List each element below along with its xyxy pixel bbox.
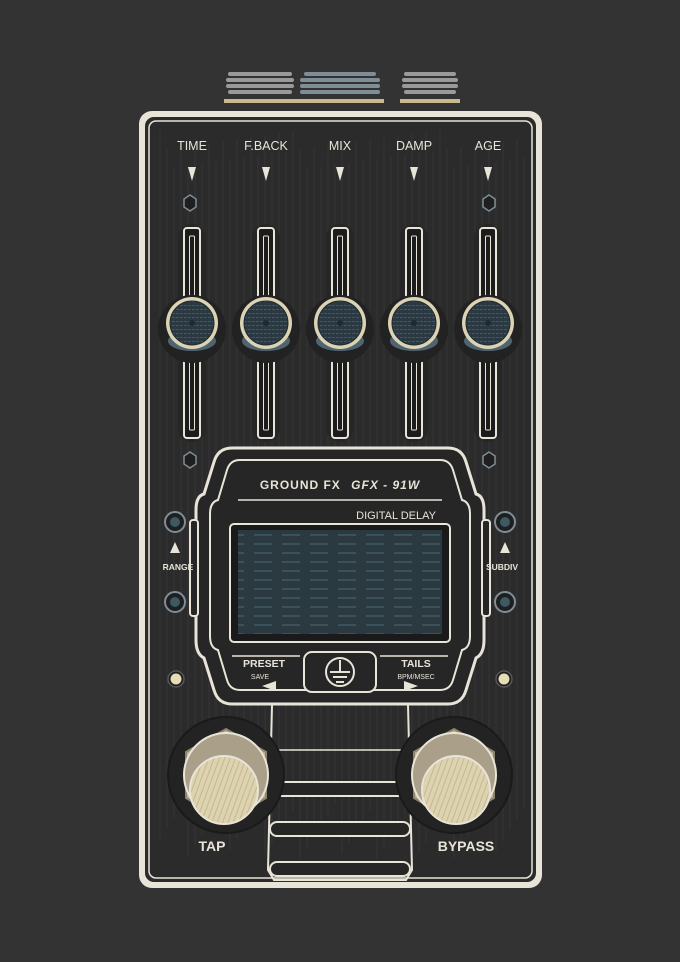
subdiv-label: SUBDIV [486, 562, 518, 572]
slider-knob[interactable] [454, 295, 522, 363]
range-arrow-icon [170, 542, 180, 553]
triangle-down-icon [410, 167, 418, 181]
triangle-down-icon [484, 167, 492, 181]
slider-age[interactable]: AGE [454, 139, 522, 442]
jack-left[interactable] [224, 72, 296, 103]
slider-label: F.BACK [244, 139, 288, 153]
top-jacks [224, 72, 460, 103]
screw-top-right [482, 194, 496, 212]
subdiv-button-top[interactable] [494, 511, 516, 533]
jack-right[interactable] [400, 72, 460, 103]
range-button-bottom[interactable] [164, 591, 186, 613]
screw-top-left [183, 194, 197, 212]
range-label: RANGE [163, 562, 194, 572]
right-side-controls: SUBDIV [486, 511, 518, 688]
triangle-down-icon [188, 167, 196, 181]
display-housing: GROUND FX GFX - 91W DIGITAL DELAY PRESET… [189, 446, 491, 706]
watch-band [266, 704, 414, 881]
slider-label: MIX [329, 139, 352, 153]
range-button-top[interactable] [164, 511, 186, 533]
screw-bottom-right [482, 451, 496, 469]
screw-bottom-left [183, 451, 197, 469]
slider-label: TIME [177, 139, 207, 153]
slider-label: DAMP [396, 139, 432, 153]
preset-arrow-icon[interactable] [262, 681, 276, 691]
slider-mix[interactable]: MIX [306, 139, 374, 442]
tap-footswitch[interactable]: TAP [167, 716, 285, 854]
tails-arrow-icon[interactable] [404, 681, 418, 691]
product-subtitle: DIGITAL DELAY [356, 510, 437, 522]
ground-symbol-icon [303, 651, 377, 693]
screws [183, 194, 496, 469]
slider-label: AGE [475, 139, 501, 153]
triangle-down-icon [262, 167, 270, 181]
bypass-footswitch[interactable]: BYPASS [395, 716, 513, 854]
slider-section: TIME F.BACK MIX DAMP AGE [158, 139, 522, 442]
bypass-footswitch-cap[interactable] [421, 755, 491, 825]
preset-label: PRESET [243, 658, 286, 670]
lcd-screen [238, 530, 442, 634]
subdiv-button-bottom[interactable] [494, 591, 516, 613]
jack-center[interactable] [296, 72, 384, 103]
slider-time[interactable]: TIME [158, 139, 226, 442]
tap-footswitch-cap[interactable] [189, 755, 259, 825]
tails-label: TAILS [401, 658, 431, 670]
slider-fback[interactable]: F.BACK [232, 139, 300, 442]
slider-knob[interactable] [232, 295, 300, 363]
brand-label: GROUND FX GFX - 91W [260, 478, 421, 492]
right-led [495, 670, 513, 688]
slider-knob[interactable] [306, 295, 374, 363]
slider-damp[interactable]: DAMP [380, 139, 448, 442]
left-led [167, 670, 185, 688]
slider-knob[interactable] [380, 295, 448, 363]
subdiv-arrow-icon [500, 542, 510, 553]
triangle-down-icon [336, 167, 344, 181]
tap-label: TAP [199, 838, 226, 854]
preset-sub-label: SAVE [251, 674, 269, 681]
slider-knob[interactable] [158, 295, 226, 363]
bypass-label: BYPASS [438, 838, 495, 854]
tails-sub-label: BPM/MSEC [397, 674, 434, 681]
left-side-controls: RANGE [163, 511, 194, 688]
